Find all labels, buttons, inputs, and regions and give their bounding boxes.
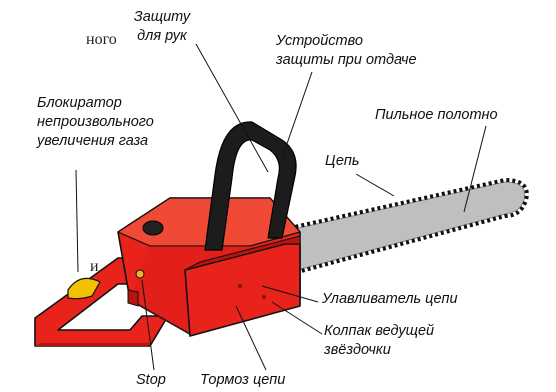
background-text-fragment: и (90, 258, 99, 276)
label-chain-brake: Тормоз цепи (200, 371, 285, 390)
label-guide-bar: Пильное полотно (375, 106, 498, 125)
label-sprocket-cover: Колпак ведущей звёздочки (324, 322, 434, 360)
label-hand-guard: Защиту для рук (128, 8, 196, 46)
label-chain-catcher: Улавливатель цепи (322, 290, 458, 309)
fuel-cap (143, 221, 163, 235)
guide-bar (272, 180, 527, 274)
label-chain: Цепь (325, 152, 360, 171)
label-throttle-lock: Блокиратор непроизвольного увеличения га… (37, 94, 154, 151)
background-text-fragment: ного (86, 31, 117, 49)
label-stop: Stop (136, 371, 166, 390)
label-kickback-device: Устройство защиты при отдаче (276, 32, 417, 70)
stop-switch (136, 270, 144, 278)
